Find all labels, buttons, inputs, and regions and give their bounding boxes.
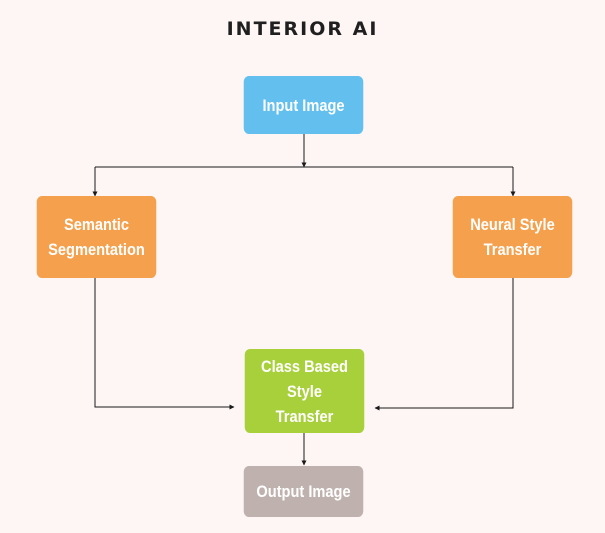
class-based-style-transfer-node: Class Based Style Transfer — [244, 349, 365, 433]
input-image-node: Input Image — [243, 76, 364, 134]
semantic-segmentation-label-line2: Segmentation — [48, 240, 145, 259]
output-image-label: Output Image — [256, 482, 351, 501]
neural-style-transfer-node: Neural Style Transfer — [452, 196, 573, 278]
neural-style-transfer-label-line2: Transfer — [483, 240, 542, 259]
output-image-node: Output Image — [243, 466, 364, 517]
diagram-title: INTERIOR AI — [226, 18, 379, 40]
semantic-segmentation-node: Semantic Segmentation — [36, 196, 157, 278]
class-based-style-transfer-label-line2: Transfer — [275, 406, 334, 426]
arrow-style-transfer-to-class-based — [374, 278, 514, 411]
neural-style-transfer-label-line1: Neural Style — [470, 215, 555, 234]
semantic-segmentation-label-line1: Semantic — [63, 215, 130, 234]
class-based-style-transfer-label-line1: Class Based Style — [261, 356, 348, 401]
arrow-segmentation-to-class-based — [94, 278, 235, 410]
input-image-label: Input Image — [262, 95, 345, 115]
